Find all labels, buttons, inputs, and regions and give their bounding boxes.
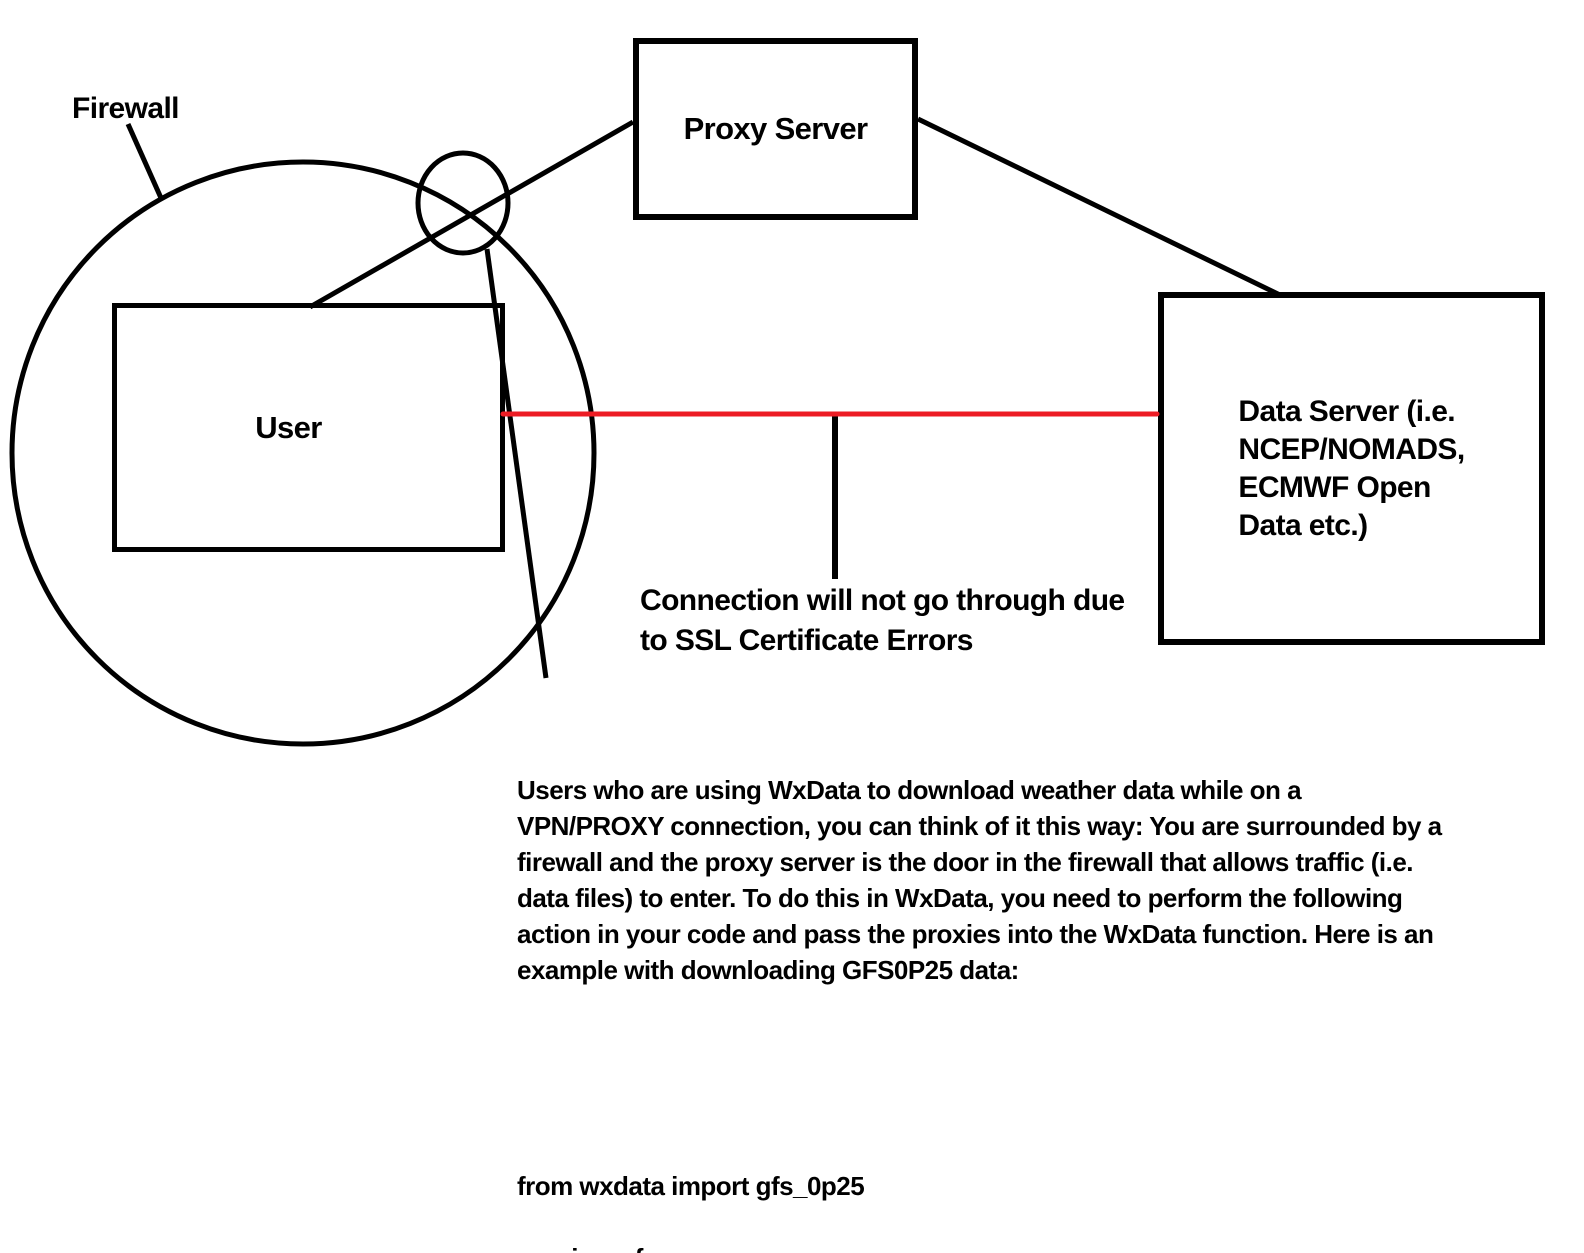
firewall-leader-line bbox=[125, 122, 164, 200]
proxy-server-box-label: Proxy Server bbox=[683, 111, 868, 146]
data-server-box: Data Server (i.e. NCEP/NOMADS, ECMWF Ope… bbox=[1158, 292, 1545, 645]
user-to-proxy-line bbox=[308, 119, 635, 310]
annotation-paragraph-text: Users who are using WxData to download w… bbox=[517, 775, 1442, 985]
proxy-server-box: Proxy Server bbox=[633, 38, 918, 220]
annotation-paragraph: Users who are using WxData to download w… bbox=[517, 700, 1442, 1253]
blank-line-spacer bbox=[517, 1060, 1442, 1096]
proxy-to-dataserver-line bbox=[916, 116, 1282, 298]
code-example-text: from wxdata import gfs_0p25 proxies = { … bbox=[517, 1171, 865, 1253]
user-box-label: User bbox=[255, 409, 322, 445]
firewall-label: Firewall bbox=[72, 92, 180, 125]
blocked-connection-note: Connection will not go through due to SS… bbox=[640, 584, 1125, 657]
user-box: User bbox=[112, 303, 505, 552]
data-server-box-label: Data Server (i.e. NCEP/NOMADS, ECMWF Ope… bbox=[1238, 394, 1465, 542]
firewall-door-ellipse bbox=[415, 150, 511, 256]
